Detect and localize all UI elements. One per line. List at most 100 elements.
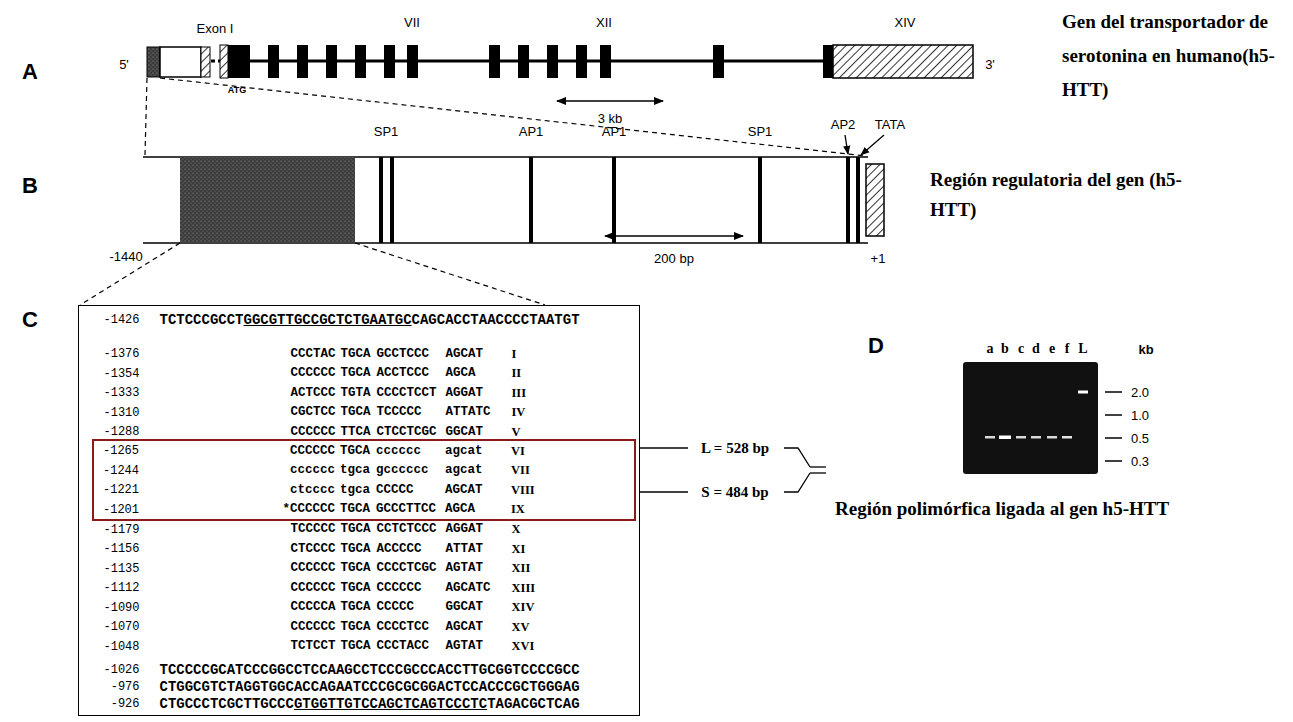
sequence-segment: CCCCTCGC (377, 561, 437, 575)
sequence-segment: CCCCCC (290, 581, 335, 595)
exon-bar (713, 45, 724, 78)
exon-bar (600, 45, 611, 78)
position-number: -1288 (103, 425, 139, 439)
gel-image (963, 362, 1122, 474)
sequence-segment: ACCTCCC (377, 366, 430, 380)
sequence-segment: CCCCCC (290, 366, 335, 380)
sequence-segment: AGCA (446, 366, 476, 380)
sequence-segment: agcat (445, 444, 483, 458)
sequence-text: CAGCACCTAACCCCTAATGT (412, 312, 580, 328)
sequence-segment: TGCA (341, 639, 371, 653)
exon-bar (547, 45, 558, 78)
sequence-segment: TGTA (341, 386, 371, 400)
sequence-segment: CCCCCC (290, 425, 335, 439)
leader-line (784, 473, 810, 492)
size-marker: 2.0 (1131, 385, 1149, 400)
exon-number: XIV (895, 15, 916, 30)
position-number: -926 (111, 697, 140, 711)
position-number: -1156 (103, 542, 139, 556)
sequence-segment: CCCCCC (377, 581, 422, 595)
sequence-box: -1265CCCCCCTGCAccccccagcatVI-1244cccccct… (78, 305, 640, 716)
binding-site (846, 157, 850, 243)
sequence-segment: CCCCTCCT (377, 386, 437, 400)
binding-site (390, 157, 394, 243)
position-number: -1244 (103, 464, 139, 478)
sequence-text: TCCCCCGCATCCCGGCCTCCAAGCCTCCCGCCCACCTTGC… (160, 662, 580, 678)
position-number: -1090 (103, 601, 139, 615)
exon-bar (297, 45, 308, 78)
size-tick (1105, 437, 1122, 439)
sequence-segment: CCCCCA (290, 600, 335, 614)
site-label: AP1 (519, 124, 544, 139)
size-marker: 0.3 (1131, 454, 1149, 469)
sequence-line: TCTCCCGCCTGGCGTTGCCGCTCTGAATGCCAGCACCTAA… (160, 312, 580, 328)
sequence-segment: CCCTAC (290, 347, 335, 361)
exon-bar (576, 45, 587, 78)
sequence-segment: CTCCTCGC (377, 425, 437, 439)
figure-title: Región regulatoria del gen (h5-HTT) (930, 165, 1220, 225)
end-label: 3' (985, 57, 995, 72)
scale-label: 200 bp (654, 251, 694, 266)
promoter-map (143, 135, 884, 243)
sequence-segment: TGCA (341, 620, 371, 634)
sequence-segment: cccccc (290, 463, 335, 477)
sequence-segment: CCCCC (377, 600, 415, 614)
sequence-segment: TGCA (341, 366, 371, 380)
leader-line (638, 491, 688, 492)
gene-map (147, 45, 973, 101)
binding-site (612, 157, 616, 243)
sequence-segment: TGCA (341, 542, 371, 556)
sequence-segment: *CCCCCC (282, 502, 335, 516)
site-label: AP2 (831, 117, 856, 132)
repeat-number: II (512, 366, 522, 381)
position-label: -1440 (109, 249, 142, 264)
highlight-box: -1265CCCCCCTGCAccccccagcatVI-1244cccccct… (92, 439, 636, 521)
sequence-segment: AGCAT (445, 483, 483, 497)
sequence-segment: AGCAT (446, 347, 484, 361)
position-number: -1265 (103, 444, 139, 458)
sequence-segment: TGCA (341, 405, 371, 419)
sequence-segment: ACTCCC (290, 386, 335, 400)
position-number: -1376 (103, 347, 139, 361)
repeat-number: III (512, 386, 527, 401)
site-label: SP1 (374, 124, 399, 139)
sequence-segment: AGTAT (446, 639, 484, 653)
gel (963, 362, 1098, 474)
position-number: -1135 (103, 562, 139, 576)
lane-label: c (1018, 341, 1024, 357)
position-number: -1201 (103, 503, 139, 517)
sequence-segment: TCCCCC (377, 405, 422, 419)
gel-band (1078, 391, 1088, 394)
sequence-segment: AGCAT (446, 620, 484, 634)
size-marker: 0.5 (1131, 431, 1149, 446)
exon-bar (407, 45, 418, 78)
position-number: -1354 (103, 367, 139, 381)
repeat-number: IX (511, 502, 525, 517)
sequence-segment: ATTATC (446, 405, 491, 419)
site-pointer (861, 135, 884, 155)
sequence-segment: GGCAT (446, 425, 484, 439)
position-number: -1179 (103, 523, 139, 537)
sequence-line: CTGGCGTCTAGGTGGCACCAGAATCCCGCGCGGACTCCAC… (160, 679, 580, 695)
repeat-number: VI (511, 444, 525, 459)
promoter-block (147, 47, 160, 77)
sequence-segment: tgca (340, 463, 370, 477)
sequence-segment: gcccccc (376, 463, 429, 477)
position-number: -1221 (103, 483, 139, 497)
repeat-number: VII (511, 463, 530, 478)
gel-band (1016, 436, 1026, 439)
repeat-number: X (512, 522, 521, 537)
figure-title: Gen del transportador de serotonina en h… (1062, 5, 1288, 107)
sequence-segment: ATTAT (446, 542, 484, 556)
sequence-segment: TGCA (341, 522, 371, 536)
exon-hatched (201, 47, 210, 77)
exon-bar (355, 45, 366, 78)
end-label: 5' (119, 57, 129, 72)
position-number: -1070 (103, 620, 139, 634)
sequence-text: TAGACGCTCAG (487, 696, 579, 712)
sequence-segment: cccccc (376, 444, 421, 458)
sequence-segment: TCTCCT (290, 639, 335, 653)
exon-bar (268, 45, 279, 78)
position-number: -1310 (103, 406, 139, 420)
